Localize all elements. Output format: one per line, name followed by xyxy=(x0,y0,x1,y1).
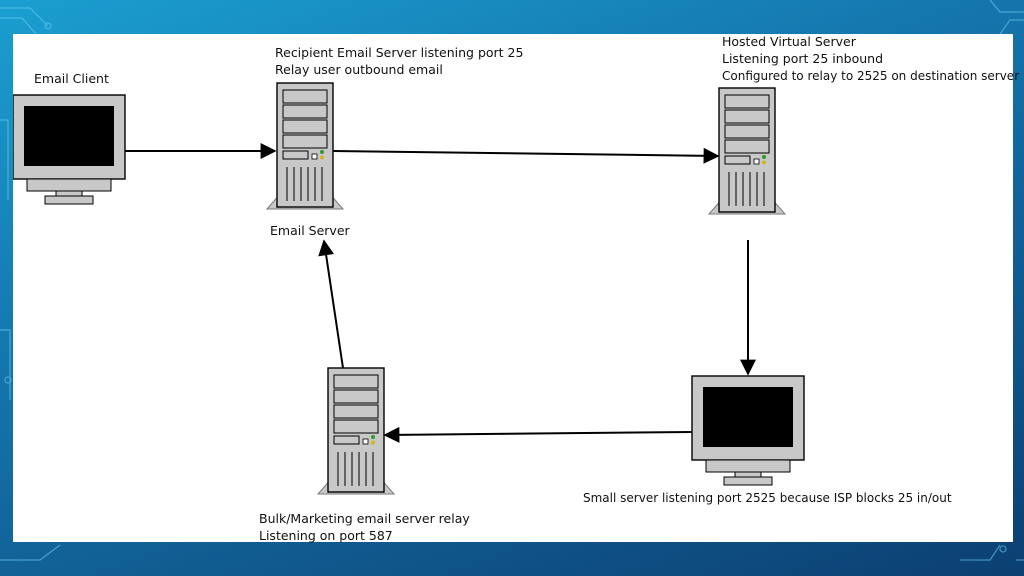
email-server-description-line-2: Relay user outbound email xyxy=(275,62,443,77)
small-server-monitor-icon xyxy=(691,375,805,486)
hosted-virtual-server-tower-icon xyxy=(708,87,786,215)
bulk-relay-server-tower-icon xyxy=(317,367,395,495)
email-server-caption: Email Server xyxy=(270,223,350,238)
email-server-tower-icon xyxy=(266,82,344,210)
edge-email-server-to-hosted-server xyxy=(332,147,720,164)
edge-bulk-relay-to-email-server xyxy=(318,239,344,369)
email-client-monitor-icon xyxy=(13,94,126,205)
diagram-canvas: Email Client Recipient Email Server list… xyxy=(13,34,1019,543)
bulk-relay-label-line-1: Bulk/Marketing email server relay xyxy=(259,511,470,526)
email-server-description-line-1: Recipient Email Server listening port 25 xyxy=(275,45,524,60)
small-server-caption: Small server listening port 2525 because… xyxy=(583,491,952,505)
hosted-server-label-line-1: Hosted Virtual Server xyxy=(722,34,856,49)
hosted-server-label-line-2: Listening port 25 inbound xyxy=(722,51,883,66)
edge-small-server-to-bulk-relay xyxy=(383,426,693,443)
hosted-server-label-line-3: Configured to relay to 2525 on destinati… xyxy=(722,69,1020,83)
bulk-relay-label-line-2: Listening on port 587 xyxy=(259,528,393,543)
email-client-label: Email Client xyxy=(34,71,109,86)
network-diagram xyxy=(13,82,805,495)
